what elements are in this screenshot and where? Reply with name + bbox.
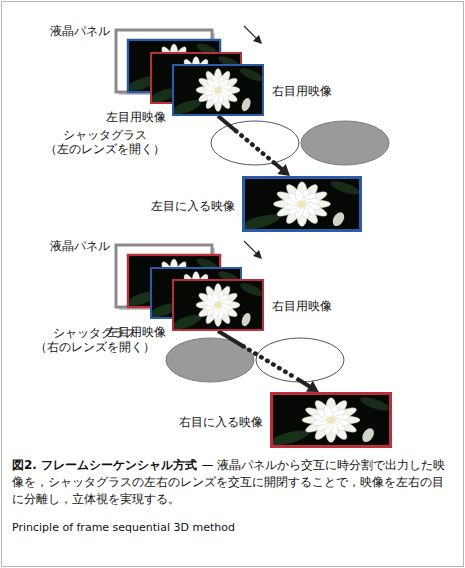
right-eye-frame: 右目用映像 [172, 279, 264, 331]
open-lens [211, 121, 299, 165]
flower-picture [245, 179, 359, 229]
closed-lens [301, 121, 389, 165]
shutter-arrow [218, 331, 319, 392]
arrowhead [306, 381, 319, 392]
direction-arrow [244, 241, 257, 254]
right-eye-view: 右目に入る映像 [270, 392, 392, 448]
frame-label: 左目用映像 [106, 110, 166, 124]
flower-picture [174, 66, 262, 114]
panel-label: 液晶パネル [50, 239, 110, 253]
flower-picture [273, 395, 389, 445]
arrow-line [218, 116, 236, 131]
direction-arrowhead [253, 35, 262, 44]
english-caption: Principle of frame sequential 3D method [12, 521, 235, 535]
frame-label: 右目用映像 [272, 84, 332, 98]
arrow-line [274, 163, 282, 170]
flower-picture [174, 281, 262, 329]
shutter-arrow [218, 116, 290, 176]
direction-arrow [244, 26, 257, 39]
flower-picture [174, 66, 262, 114]
frame-label: 右目用映像 [272, 299, 332, 313]
caption-title: 図2. フレームシーケンシャル方式 [12, 458, 197, 472]
left-eye-frame: 左目用映像 [172, 64, 264, 116]
frame-label: 右目に入る映像 [179, 415, 263, 429]
left-eye-view: 左目に入る映像 [242, 176, 362, 232]
arrow-line [297, 379, 311, 387]
panel-label: 液晶パネル [50, 24, 110, 38]
dotted-arrow-line [243, 346, 296, 378]
frame-label: 左目に入る映像 [151, 199, 235, 213]
flower-picture [245, 179, 359, 229]
flower-picture [152, 54, 240, 102]
direction-arrowhead [253, 250, 262, 259]
flower-picture [273, 395, 389, 445]
flower-picture [174, 281, 262, 329]
figure-caption: 図2. フレームシーケンシャル方式— 液晶パネルから交互に時分割で出力した映像を… [12, 457, 453, 508]
glasses-label: シャッタグラス （右のレンズを開く） [30, 326, 160, 354]
glasses-label: シャッタグラス （左のレンズを開く） [40, 128, 170, 156]
dotted-arrow-line [236, 131, 274, 163]
arrowhead [277, 164, 290, 176]
arrow-line [218, 331, 243, 346]
